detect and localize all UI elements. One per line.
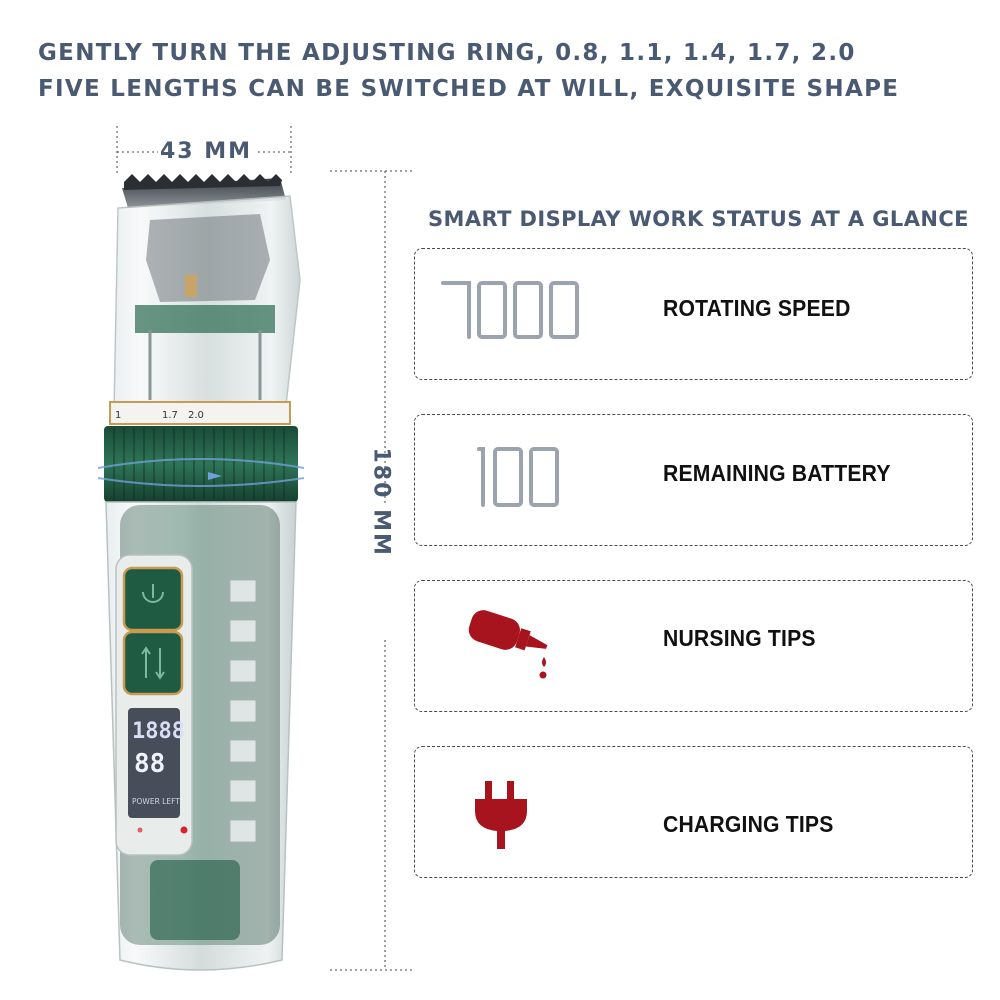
card-label-remaining-battery: REMAINING BATTERY — [663, 460, 891, 486]
battery-value: 100 — [469, 443, 471, 444]
power-plug-icon — [475, 781, 527, 849]
card-label-charging-tips: CHARGING TIPS — [663, 811, 834, 837]
ring-mark-1-7: 1.7 — [162, 410, 178, 421]
headline-line-2: FIVE LENGTHS CAN BE SWITCHED AT WILL, EX… — [38, 76, 900, 102]
status-card-charging-tips: CHARGING TIPS — [414, 746, 973, 878]
power-icon — [142, 591, 164, 603]
status-card-nursing-tips: NURSING TIPS — [414, 580, 973, 712]
battery-segment-display: 100 — [469, 443, 559, 507]
adjusting-ring — [104, 426, 298, 502]
svg-text:88: 88 — [134, 749, 165, 779]
switch-arrows-icon — [141, 646, 165, 680]
ring-mark-2-0: 2.0 — [188, 410, 204, 421]
oil-bottle-icon — [468, 610, 548, 679]
speed-segment-display: 7000 — [437, 277, 579, 339]
headline-line-1: GENTLY TURN THE ADJUSTING RING, 0.8, 1.1… — [38, 40, 856, 66]
card-label-rotating-speed: ROTATING SPEED — [663, 295, 851, 321]
lcd-power-left-label: POWER LEFT — [132, 797, 180, 806]
hair-clipper-illustration: 1 1.7 2.0 — [90, 160, 320, 980]
status-card-remaining-battery: 100 REMAINING BATTERY — [414, 414, 973, 546]
width-dimension-label: 43 MM — [160, 139, 253, 164]
power-button[interactable] — [122, 566, 184, 632]
ring-mark-1: 1 — [115, 410, 121, 421]
speed-value: 7000 — [437, 277, 440, 278]
height-dimension-label: 180 MM — [368, 447, 394, 557]
card-label-nursing-tips: NURSING TIPS — [663, 625, 816, 651]
rotate-arrow-icon — [208, 472, 222, 480]
heart-indicator-icon — [180, 826, 188, 834]
status-card-rotating-speed: 7000 ROTATING SPEED — [414, 248, 973, 380]
mode-button[interactable] — [122, 630, 184, 696]
section-title: SMART DISPLAY WORK STATUS AT A GLANCE — [428, 207, 969, 231]
lcd-digits: 1888 — [132, 719, 185, 744]
